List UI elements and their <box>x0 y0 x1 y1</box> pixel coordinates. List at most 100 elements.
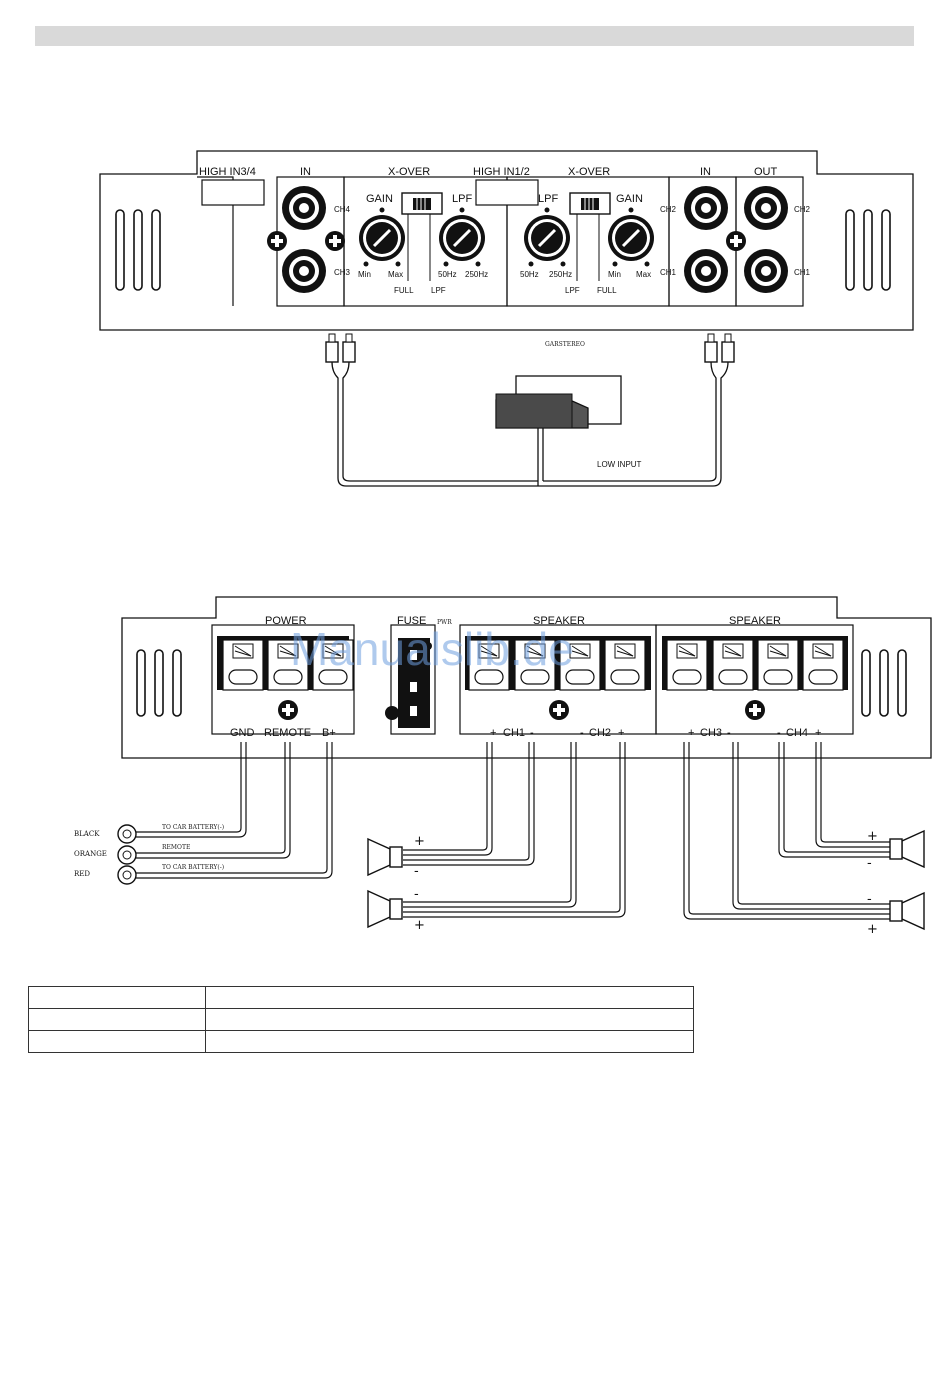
low-input-label: LOW INPUT <box>597 460 642 469</box>
ch2-label: CH2 <box>589 727 611 739</box>
plus-icon <box>726 231 746 251</box>
lpf-knob-left[interactable] <box>437 213 487 263</box>
gnd-terminal[interactable] <box>222 639 264 691</box>
remote-label: REMOTE <box>264 727 311 739</box>
gain-knob-right[interactable] <box>606 213 656 263</box>
hz50-left-label: 50Hz <box>438 270 457 279</box>
rca-plug-left <box>325 333 356 363</box>
in-ch1-label: CH1 <box>660 268 677 277</box>
ch4-minus-terminal[interactable] <box>757 639 799 691</box>
plus-icon <box>278 700 298 720</box>
ch1-plus-sign: + <box>490 727 496 739</box>
hz250-right-label: 250Hz <box>549 270 572 279</box>
speaker-icon <box>367 890 403 928</box>
ring-terminal <box>117 824 137 844</box>
speaker-right-label: SPEAKER <box>729 615 781 627</box>
spk2-minus: - <box>414 887 419 902</box>
pwr-label: PWR <box>437 619 452 626</box>
ch3-minus-terminal[interactable] <box>712 639 754 691</box>
high-in-12-connector <box>475 179 539 206</box>
ch2-plus-terminal[interactable] <box>604 639 646 691</box>
gain-right-label: GAIN <box>616 193 643 205</box>
rca-jack-ch3[interactable] <box>282 249 326 293</box>
red-wire-label: RED <box>74 870 90 878</box>
ch2-plus-sign: + <box>618 727 624 739</box>
xover-right-label: X-OVER <box>568 166 610 178</box>
black-wire-label: BLACK <box>74 830 100 838</box>
lpf-switch-left-label: LPF <box>431 286 446 295</box>
fuse-label: FUSE <box>397 615 426 627</box>
spk3-plus: + <box>867 829 878 844</box>
ch4-plus-terminal[interactable] <box>802 639 844 691</box>
spec-table <box>28 986 694 1053</box>
max-left-label: Max <box>388 270 403 279</box>
full-right-label: FULL <box>597 286 617 295</box>
table-row <box>28 1030 694 1053</box>
plus-icon <box>325 231 345 251</box>
high-in-34-connector <box>201 179 265 206</box>
to-car-battery-label-1: TO CAR BATTERY(-) <box>162 824 224 831</box>
power-label: POWER <box>265 615 307 627</box>
spk1-plus: + <box>414 834 425 849</box>
table-row <box>28 986 694 1009</box>
table-cell <box>28 986 206 1009</box>
spk4-minus: - <box>867 892 872 907</box>
hz50-right-label: 50Hz <box>520 270 539 279</box>
ch3-plus-sign: + <box>688 727 694 739</box>
speaker-left-label: SPEAKER <box>533 615 585 627</box>
spk3-minus: - <box>867 856 872 871</box>
full-left-label: FULL <box>394 286 414 295</box>
bottom-amplifier-panel: POWER GND REMOTE B+ FUSE PWR SPEAKER + C… <box>121 596 932 759</box>
in-ch2-label: CH2 <box>660 205 677 214</box>
rca-plug-right <box>704 333 735 363</box>
rca-jack-in-ch1[interactable] <box>684 249 728 293</box>
small-caption: GARSTEREO <box>545 341 585 348</box>
power-wiring: BLACK ORANGE RED TO CAR BATTERY(-) REMOT… <box>74 742 333 885</box>
ring-terminal <box>117 845 137 865</box>
bplus-label: B+ <box>322 727 336 739</box>
table-row <box>28 1008 694 1031</box>
max-right-label: Max <box>636 270 651 279</box>
ch3-label: CH3 <box>334 268 351 277</box>
spk4-plus: + <box>867 922 878 937</box>
speaker-wiring: + - - + + - - + <box>367 742 925 937</box>
ch1-minus-sign: - <box>530 727 534 739</box>
xover-left-label: X-OVER <box>388 166 430 178</box>
plus-icon <box>549 700 569 720</box>
ch1-label: CH1 <box>503 727 525 739</box>
top-amplifier-panel: HIGH IN3/4 HIGH IN1/2 IN X-OVER X-OVER I… <box>99 150 914 348</box>
rca-jack-out-ch2[interactable] <box>744 186 788 230</box>
table-cell <box>205 1030 694 1053</box>
rca-jack-ch4[interactable] <box>282 186 326 230</box>
rca-jack-in-ch2[interactable] <box>684 186 728 230</box>
out-ch2-label: CH2 <box>794 205 811 214</box>
plus-icon <box>745 700 765 720</box>
table-cell <box>28 1008 206 1031</box>
lpf-switch-right-label: LPF <box>565 286 580 295</box>
to-car-battery-label-2: TO CAR BATTERY(-) <box>162 864 224 871</box>
gain-knob-left[interactable] <box>357 213 407 263</box>
watermark: Manualslib.de <box>290 623 574 675</box>
plus-icon <box>267 231 287 251</box>
ch4-plus-sign: + <box>815 727 821 739</box>
speaker-icon <box>889 892 925 930</box>
low-input-cabling: LOW INPUT <box>325 333 735 487</box>
ch3-label: CH3 <box>700 727 722 739</box>
min-right-label: Min <box>608 270 621 279</box>
spk2-plus: + <box>414 918 425 933</box>
table-cell <box>205 1008 694 1031</box>
spk1-minus: - <box>414 864 419 879</box>
header-bar <box>35 26 914 46</box>
ch4-minus-sign: - <box>777 727 781 739</box>
pwr-led <box>424 642 432 650</box>
ch3-plus-terminal[interactable] <box>666 639 708 691</box>
ch4-label: CH4 <box>334 205 351 214</box>
lpf-right-label: LPF <box>538 193 558 205</box>
orange-wire-label: ORANGE <box>74 850 107 858</box>
rca-jack-out-ch1[interactable] <box>744 249 788 293</box>
high-in-12-label: HIGH IN1/2 <box>473 166 530 178</box>
lpf-knob-right[interactable] <box>522 213 572 263</box>
out-ch1-label: CH1 <box>794 268 811 277</box>
table-cell <box>205 986 694 1009</box>
